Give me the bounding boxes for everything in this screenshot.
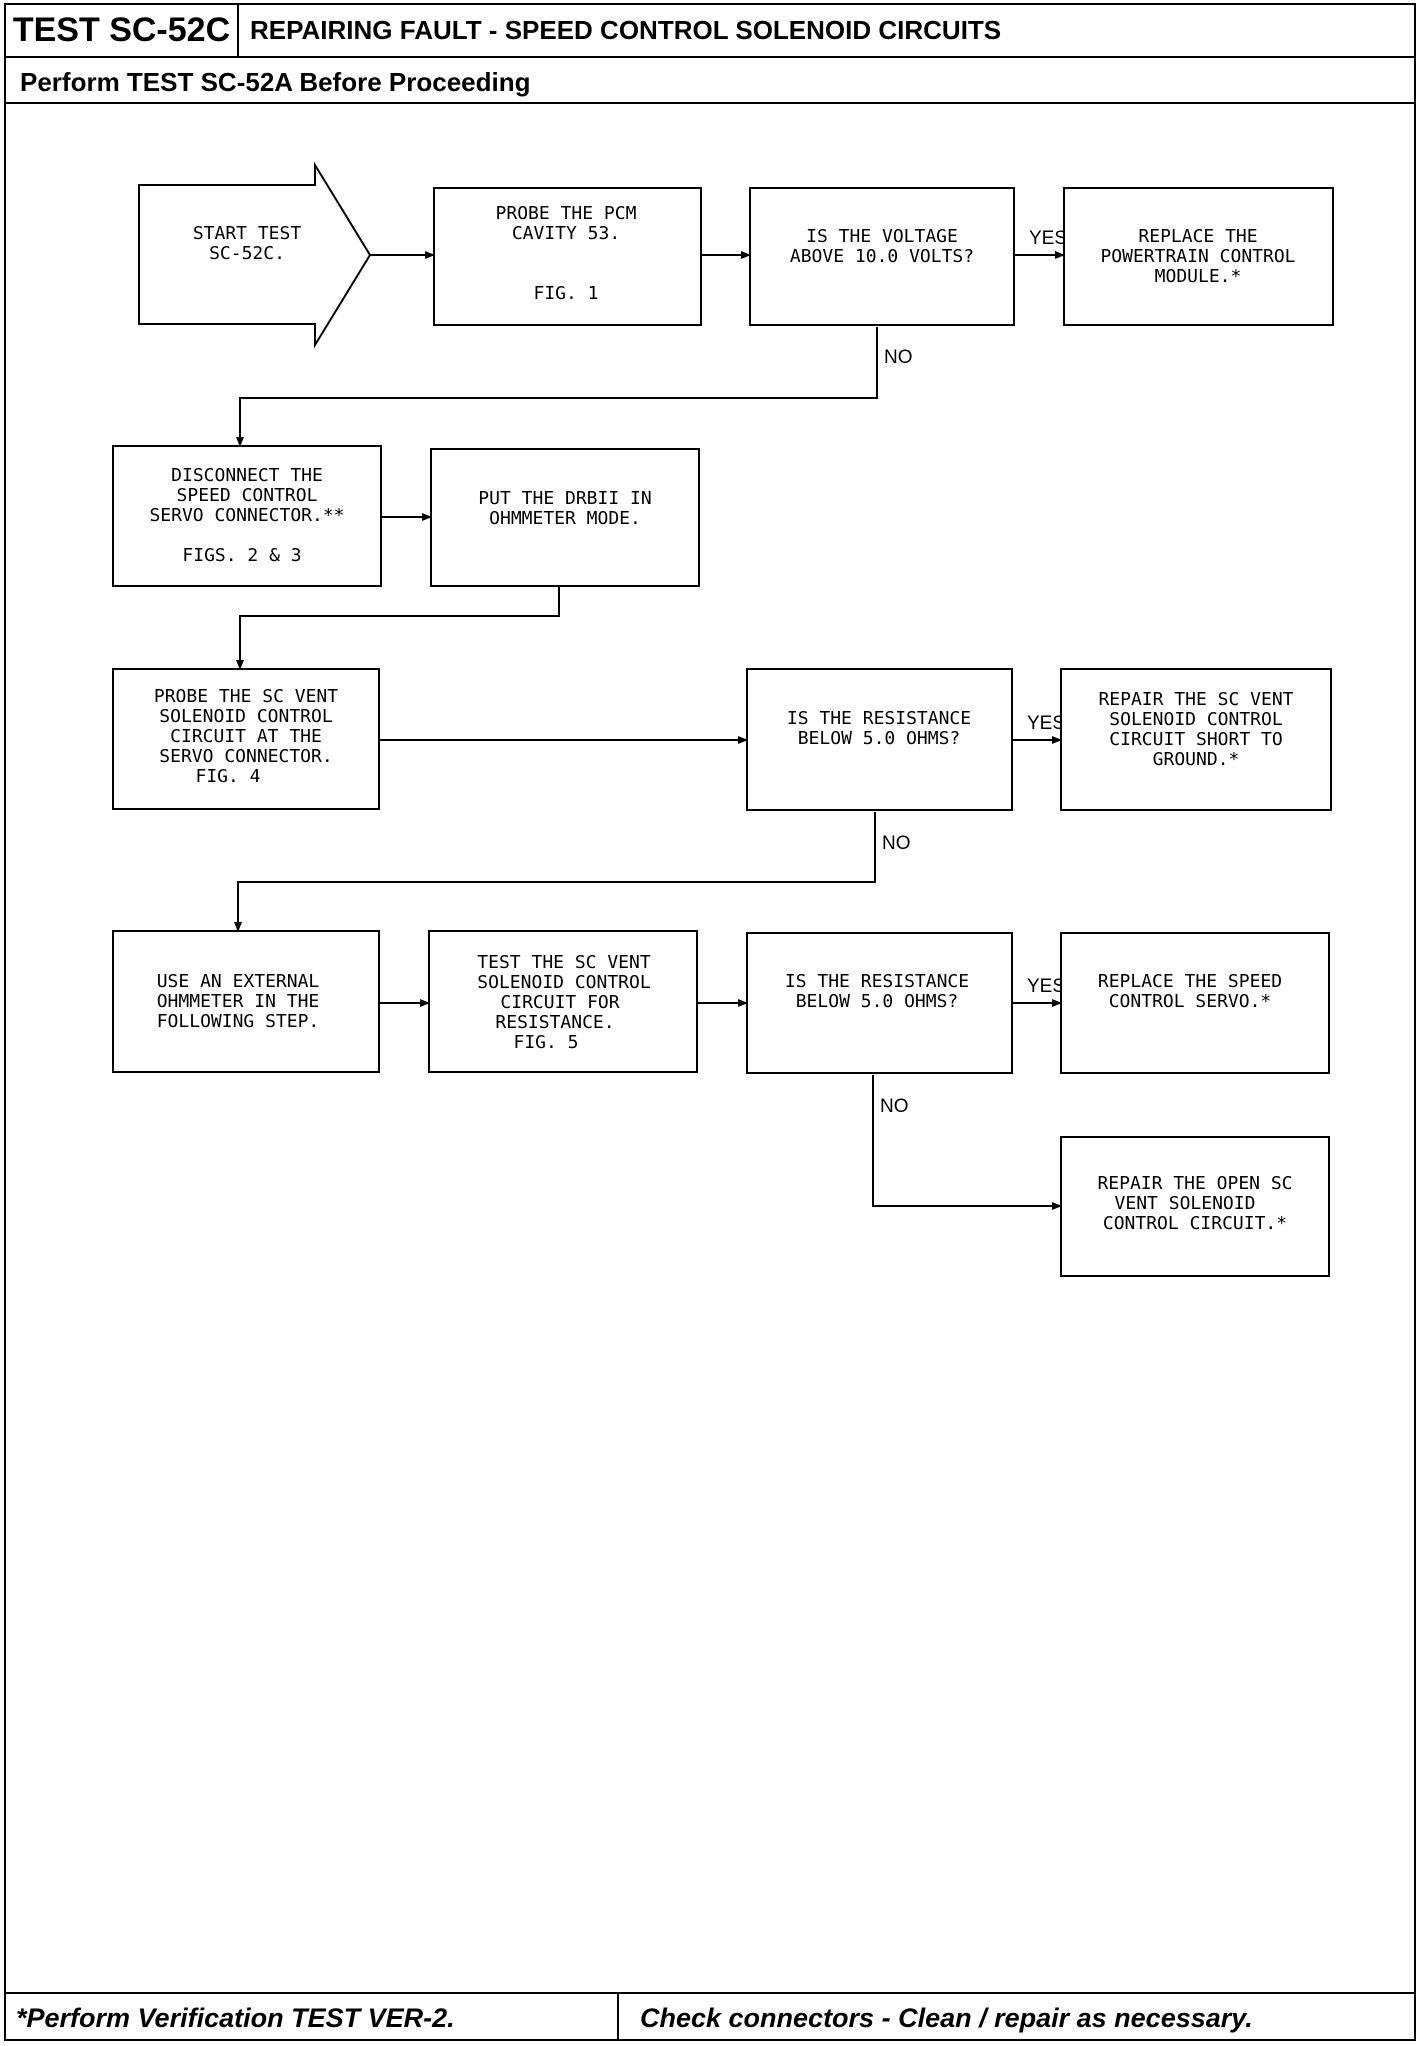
svg-text:TEST THE SC VENT: TEST THE SC VENT [477,952,651,973]
svg-text:FIG. 4: FIG. 4 [195,766,260,787]
svg-text:START TEST: START TEST [193,223,302,244]
svg-text:CIRCUIT FOR: CIRCUIT FOR [500,992,619,1013]
svg-text:SOLENOID CONTROL: SOLENOID CONTROL [1109,709,1283,730]
start-text: START TEST SC-52C. [193,223,302,264]
svg-text:ABOVE 10.0 VOLTS?: ABOVE 10.0 VOLTS? [790,246,974,267]
svg-text:IS THE RESISTANCE: IS THE RESISTANCE [787,708,971,729]
probe-pcm-text: PROBE THE PCM CAVITY 53. FIG. 1 [496,203,637,304]
external-box [112,930,380,1073]
drbii-box [430,448,700,587]
probe-pcm-box [433,187,702,326]
page-subtitle: Perform TEST SC-52A Before Proceeding [20,66,531,97]
no-label-voltage: NO [884,347,913,368]
repair-open-box [1060,1136,1330,1277]
svg-text:FIGS. 2 & 3: FIGS. 2 & 3 [182,545,301,566]
resistance-question-2-text: IS THE RESISTANCE BELOW 5.0 OHMS? [785,971,969,1012]
voltage-question-box [749,187,1015,326]
svg-text:PUT THE DRBII IN: PUT THE DRBII IN [478,488,651,509]
svg-text:MODULE.*: MODULE.* [1155,266,1242,287]
connector-no-disconnect [236,327,878,447]
footer-verification-note: *Perform Verification TEST VER-2. [16,2002,455,2033]
svg-text:FOLLOWING STEP.: FOLLOWING STEP. [157,1011,320,1032]
footer-connector-note: Check connectors - Clean / repair as nec… [640,2002,1253,2033]
replace-servo-box [1060,932,1330,1074]
resistance-question-1-box [746,668,1013,811]
svg-text:GROUND.*: GROUND.* [1153,749,1240,770]
connector-drbii-probe-vent [236,586,560,670]
disconnect-box [112,445,382,587]
svg-text:CIRCUIT AT THE: CIRCUIT AT THE [170,726,322,747]
footer-column-divider [617,1992,619,2040]
svg-text:SPEED CONTROL: SPEED CONTROL [177,485,318,506]
svg-text:CIRCUIT SHORT TO: CIRCUIT SHORT TO [1109,729,1282,750]
connector-no-repair-open [872,1075,1062,1210]
repair-open-text: REPAIR THE OPEN SC VENT SOLENOID CONTROL… [1097,1173,1292,1234]
connector-no-external [234,812,876,932]
no-label-resistance-2: NO [880,1096,909,1117]
svg-text:PROBE THE PCM: PROBE THE PCM [496,203,637,224]
svg-text:BELOW 5.0 OHMS?: BELOW 5.0 OHMS? [798,728,961,749]
resistance-question-2-box [746,932,1013,1074]
svg-text:CONTROL SERVO.*: CONTROL SERVO.* [1109,991,1272,1012]
replace-pcm-box [1063,187,1334,326]
repair-short-box [1060,668,1332,811]
voltage-question-text: IS THE VOLTAGE ABOVE 10.0 VOLTS? [790,226,974,267]
replace-servo-text: REPLACE THE SPEED CONTROL SERVO.* [1098,971,1282,1012]
page-title: REPAIRING FAULT - SPEED CONTROL SOLENOID… [250,14,1002,45]
probe-vent-box [112,668,380,810]
yes-label-resistance-1: YES [1027,713,1065,734]
svg-text:USE AN EXTERNAL: USE AN EXTERNAL [157,971,320,992]
svg-text:CONTROL CIRCUIT.*: CONTROL CIRCUIT.* [1103,1213,1287,1234]
header-divider [4,56,1416,58]
svg-text:OHMMETER IN THE: OHMMETER IN THE [157,991,320,1012]
svg-text:RESISTANCE.: RESISTANCE. [495,1012,614,1033]
svg-text:DISCONNECT THE: DISCONNECT THE [171,465,323,486]
no-label-resistance-1: NO [882,833,911,854]
svg-text:SOLENOID CONTROL: SOLENOID CONTROL [159,706,333,727]
drbii-text: PUT THE DRBII IN OHMMETER MODE. [478,488,651,529]
svg-text:SERVO CONNECTOR.: SERVO CONNECTOR. [159,746,332,767]
svg-text:REPLACE THE SPEED: REPLACE THE SPEED [1098,971,1282,992]
svg-text:PROBE THE SC VENT: PROBE THE SC VENT [154,686,338,707]
svg-text:FIG. 5: FIG. 5 [513,1032,578,1053]
svg-text:IS THE VOLTAGE: IS THE VOLTAGE [806,226,958,247]
footer-divider [4,1992,1416,1994]
probe-vent-text: PROBE THE SC VENT SOLENOID CONTROL CIRCU… [154,686,338,787]
disconnect-text: DISCONNECT THE SPEED CONTROL SERVO CONNE… [149,465,344,566]
repair-short-text: REPAIR THE SC VENT SOLENOID CONTROL CIRC… [1098,689,1293,770]
external-text: USE AN EXTERNAL OHMMETER IN THE FOLLOWIN… [157,971,320,1032]
header-divider-bottom [4,102,1416,104]
test-vent-text: TEST THE SC VENT SOLENOID CONTROL CIRCUI… [477,952,651,1053]
svg-text:POWERTRAIN CONTROL: POWERTRAIN CONTROL [1100,246,1295,267]
start-arrow-shape [138,161,372,349]
svg-text:FIG. 1: FIG. 1 [533,283,598,304]
svg-text:IS THE RESISTANCE: IS THE RESISTANCE [785,971,969,992]
resistance-question-1-text: IS THE RESISTANCE BELOW 5.0 OHMS? [787,708,971,749]
svg-text:CAVITY 53.: CAVITY 53. [512,223,620,244]
svg-text:SOLENOID CONTROL: SOLENOID CONTROL [477,972,651,993]
svg-text:REPLACE THE: REPLACE THE [1138,226,1257,247]
svg-text:BELOW 5.0 OHMS?: BELOW 5.0 OHMS? [796,991,959,1012]
replace-pcm-text: REPLACE THE POWERTRAIN CONTROL MODULE.* [1100,226,1295,287]
yes-label-voltage: YES [1029,228,1067,249]
svg-text:SC-52C.: SC-52C. [209,243,285,264]
test-vent-box [428,930,698,1073]
svg-text:VENT SOLENOID: VENT SOLENOID [1115,1193,1256,1214]
svg-text:REPAIR THE OPEN SC: REPAIR THE OPEN SC [1097,1173,1292,1194]
svg-text:SERVO CONNECTOR.**: SERVO CONNECTOR.** [149,505,344,526]
page-frame [4,3,1416,2041]
svg-text:REPAIR THE SC VENT: REPAIR THE SC VENT [1098,689,1293,710]
yes-label-resistance-2: YES [1027,976,1065,997]
svg-text:OHMMETER MODE.: OHMMETER MODE. [489,508,641,529]
